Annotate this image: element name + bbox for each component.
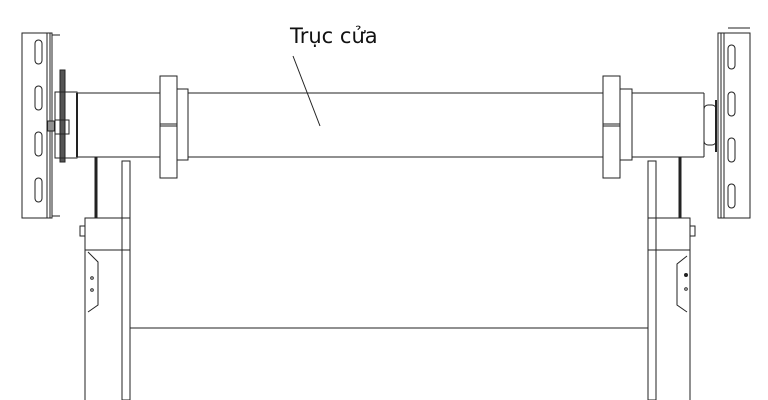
right-shaft-flange [602,75,633,179]
right-guide-rail [647,157,696,400]
left-wall-bracket [21,32,60,219]
left-motor-gear [47,69,78,163]
right-end-cap [703,100,717,152]
left-shaft-flange [159,75,189,179]
callout-leader-line [292,55,321,127]
left-guide-rail [79,157,131,400]
right-wall-bracket [717,27,751,219]
shaft-callout-label: Trục cửa [290,24,378,48]
